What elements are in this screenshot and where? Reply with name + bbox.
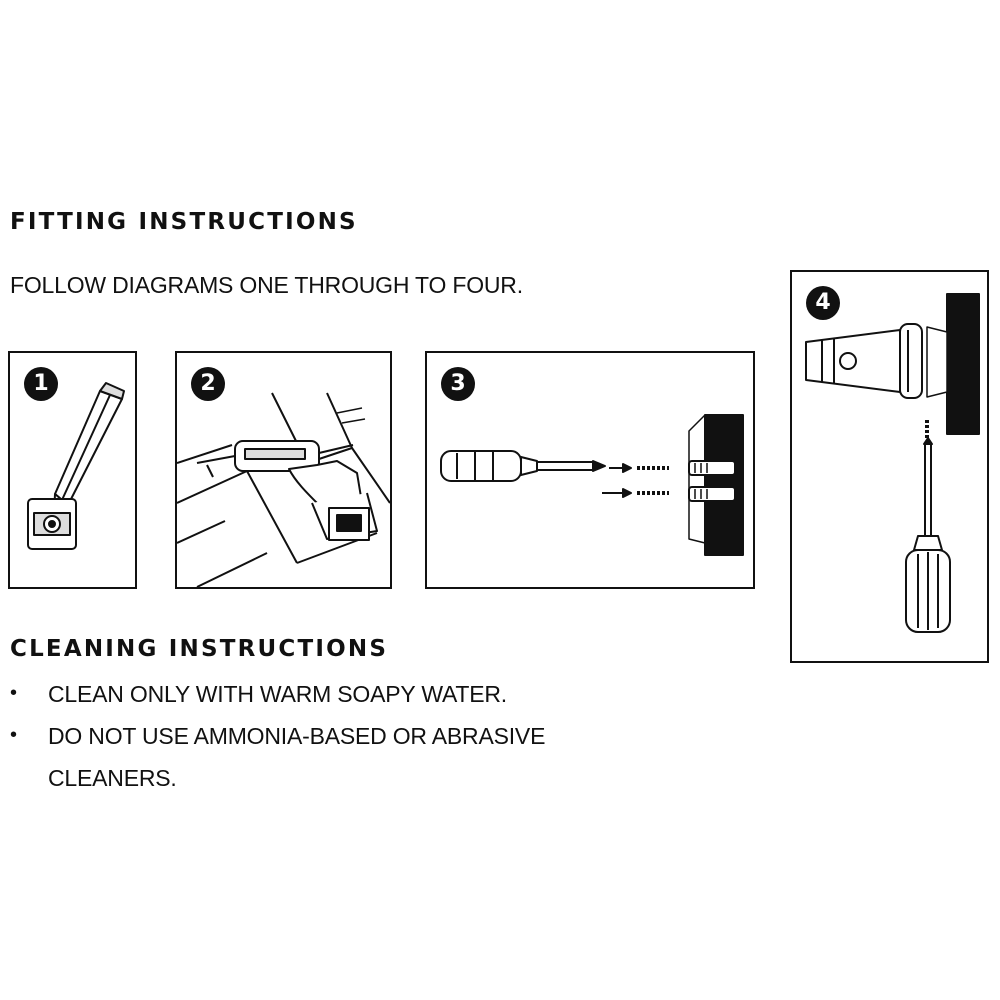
step-1-panel: 1 — [8, 351, 137, 589]
screwdriver-mounting-icon — [805, 293, 980, 633]
cleaning-item-1: CLEAN ONLY WITH WARM SOAPY WATER. — [48, 681, 507, 707]
screwdriver-screws-icon — [440, 414, 744, 556]
step-3-panel: 3 — [425, 351, 755, 589]
cleaning-item-2-line-1: DO NOT USE AMMONIA-BASED OR ABRASIVE — [48, 723, 546, 749]
step-1-badge: 1 — [24, 367, 58, 401]
step-4-panel: 4 — [790, 270, 989, 663]
step-2-badge: 2 — [191, 367, 225, 401]
bullet-icon: • — [10, 682, 18, 704]
step-3-badge: 3 — [441, 367, 475, 401]
cleaning-instructions-heading: CLEANING INSTRUCTIONS — [10, 636, 389, 662]
cleaning-item-2-line-2: CLEANERS. — [48, 765, 177, 791]
step-2-panel: 2 — [175, 351, 392, 589]
fitting-intro-text: FOLLOW DIAGRAMS ONE THROUGH TO FOUR. — [10, 272, 523, 298]
drill-icon — [177, 392, 390, 587]
fitting-instructions-heading: FITTING INSTRUCTIONS — [10, 209, 358, 235]
step-4-badge: 4 — [806, 286, 840, 320]
bullet-icon: • — [10, 724, 18, 746]
pencil-marking-icon — [27, 382, 125, 550]
